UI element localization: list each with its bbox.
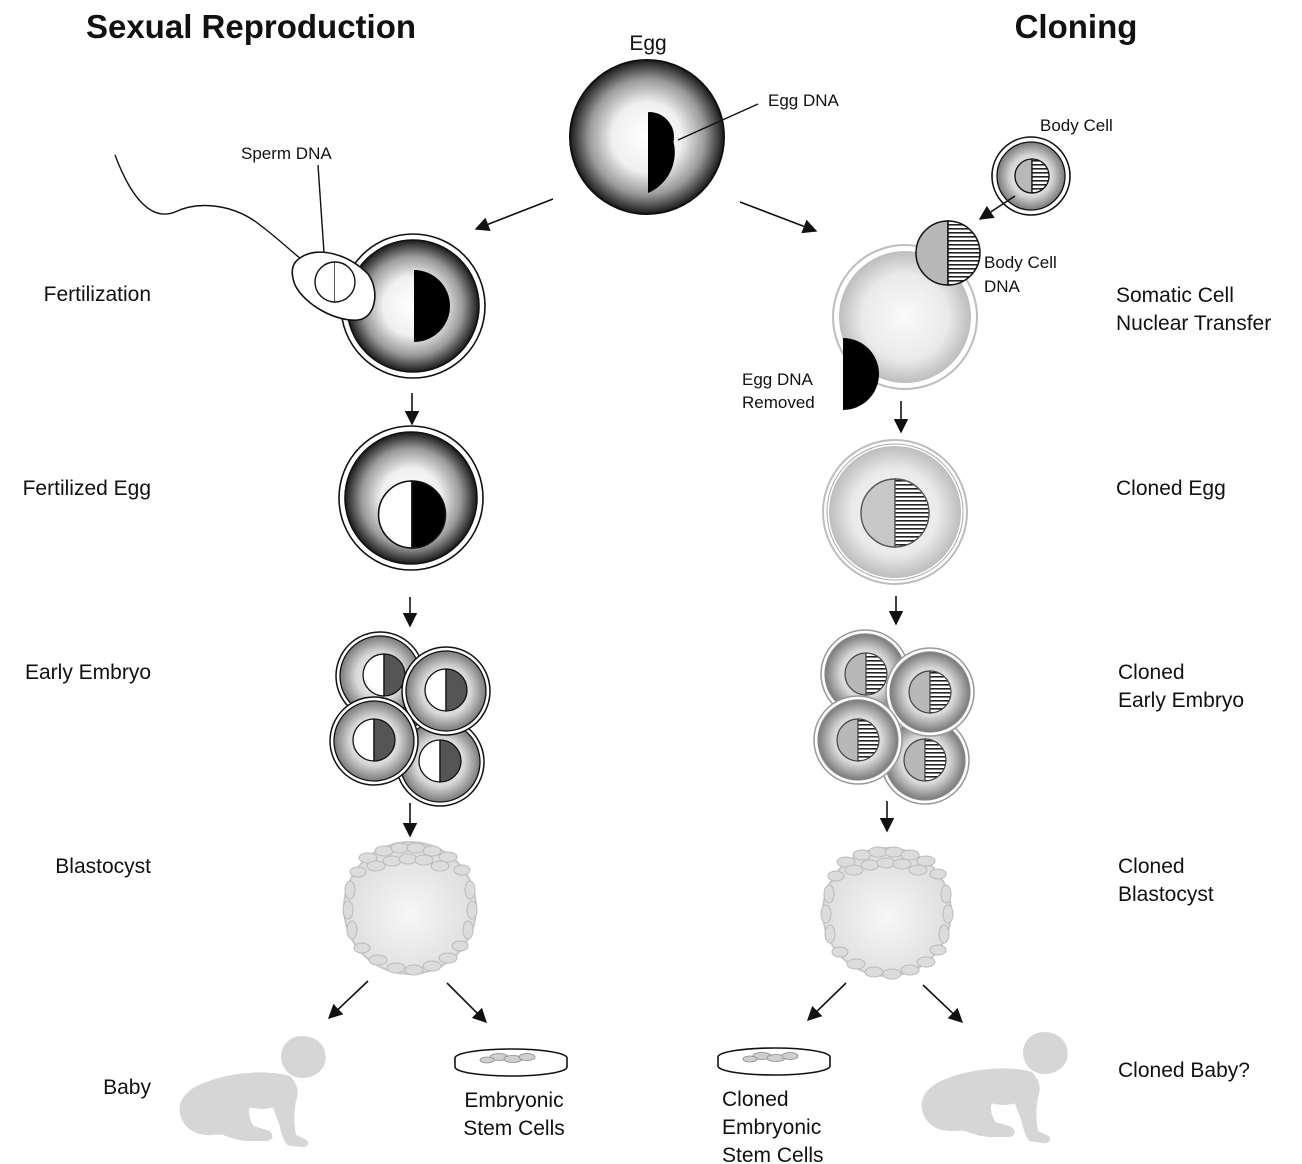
stage-cloned-blastocyst-line2: Blastocyst	[1118, 883, 1214, 906]
stage-cloned-baby: Cloned Baby?	[1118, 1059, 1250, 1082]
baby-silhouette	[180, 1036, 326, 1147]
fertilized-egg-cell	[339, 426, 483, 570]
body-cell-dna-line1: Body Cell	[984, 253, 1057, 272]
cloned-stem-cells-line3: Stem Cells	[722, 1144, 824, 1164]
arrow-to-baby	[329, 981, 368, 1018]
stage-scnt-line1: Somatic Cell	[1116, 284, 1234, 307]
stage-cloned-early-embryo-line2: Early Embryo	[1118, 689, 1244, 712]
sperm-dna-label: Sperm DNA	[241, 144, 332, 163]
egg-dna-removed-line1: Egg DNA	[742, 370, 814, 389]
stage-fertilized-egg: Fertilized Egg	[23, 477, 151, 500]
egg-label: Egg	[629, 32, 666, 55]
arrow-egg-to-fertilization	[476, 199, 553, 229]
stem-cells-label-line2: Stem Cells	[463, 1117, 565, 1140]
title-cloning: Cloning	[1015, 8, 1138, 45]
body-cell-nucleus	[916, 221, 980, 285]
stage-baby: Baby	[103, 1076, 151, 1099]
stage-cloned-egg: Cloned Egg	[1116, 477, 1226, 500]
arrow-to-cloned-stem-cells	[808, 983, 846, 1020]
stage-cloned-blastocyst-line1: Cloned	[1118, 855, 1185, 878]
embryo-cell	[330, 697, 418, 785]
stage-early-embryo: Early Embryo	[25, 661, 151, 684]
cloned-stem-cells-line1: Cloned	[722, 1088, 789, 1111]
early-embryo	[330, 632, 490, 806]
body-cell-dna-line2: DNA	[984, 277, 1021, 296]
stage-blastocyst: Blastocyst	[55, 855, 151, 878]
stage-fertilization: Fertilization	[44, 283, 151, 306]
cloned-stem-cells-line2: Embryonic	[722, 1116, 821, 1139]
egg-dna-label: Egg DNA	[768, 91, 840, 110]
arrow-to-stem-cells	[447, 983, 486, 1022]
arrow-to-cloned-baby	[923, 985, 962, 1022]
egg-cell	[570, 60, 724, 214]
cloned-baby-silhouette	[922, 1032, 1068, 1143]
stem-cells-label-line1: Embryonic	[464, 1089, 563, 1112]
egg-dna-removed-line2: Removed	[742, 393, 815, 412]
embryo-cell	[402, 647, 490, 735]
stage-cloned-early-embryo-line1: Cloned	[1118, 661, 1185, 684]
sperm-tail	[115, 155, 305, 262]
arrow-egg-to-scnt	[740, 202, 816, 231]
cloned-embryo-cell	[814, 696, 902, 784]
cloned-egg-cell	[823, 440, 967, 584]
cloned-petri-dish	[718, 1048, 830, 1075]
body-cell-label: Body Cell	[1040, 116, 1113, 135]
blastocyst	[343, 842, 477, 975]
stage-scnt-line2: Nuclear Transfer	[1116, 312, 1271, 335]
petri-dish	[455, 1049, 567, 1076]
cloned-early-embryo	[814, 630, 974, 804]
title-sexual-reproduction: Sexual Reproduction	[86, 8, 416, 45]
cloned-blastocyst	[821, 847, 953, 979]
